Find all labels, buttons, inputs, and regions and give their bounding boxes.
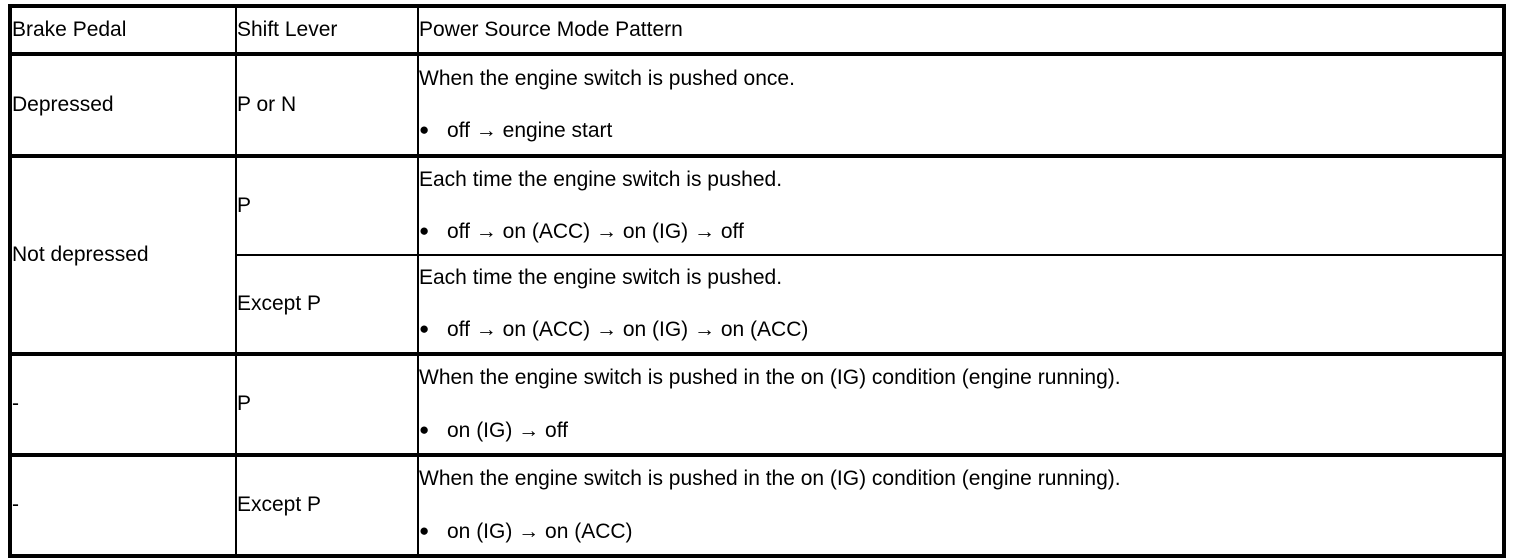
pattern-lead-text: When the engine switch is pushed in the … (419, 366, 1121, 390)
cell-brake-pedal: - (10, 453, 237, 556)
pattern-sequence-text: off → on (ACC) → on (IG) → off (447, 220, 744, 243)
cell-brake-pedal: - (10, 352, 237, 456)
power-source-mode-table: Brake Pedal Shift Lever Power Source Mod… (8, 4, 1506, 558)
column-header-power-source-mode-pattern: Power Source Mode Pattern (417, 6, 1504, 56)
power-source-mode-table-container: Brake Pedal Shift Lever Power Source Mod… (8, 4, 1506, 558)
cell-shift-lever: P (235, 352, 419, 456)
pattern-bullet-line: ● off → on (ACC) → on (IG) → on (ACC) (419, 318, 1502, 342)
pattern-sequence-text: off → on (ACC) → on (IG) → on (ACC) (447, 318, 809, 341)
table-row: - P When the engine switch is pushed in … (10, 352, 1504, 456)
bullet-icon: ● (419, 221, 430, 240)
pattern-bullet-line: ● on (IG) → on (ACC) (419, 520, 1502, 544)
pattern-lead-text: Each time the engine switch is pushed. (419, 265, 783, 289)
cell-power-source-mode-pattern: When the engine switch is pushed once. ●… (417, 53, 1504, 157)
cell-shift-lever: P or N (235, 53, 419, 157)
pattern-lead-text: Each time the engine switch is pushed. (419, 167, 783, 191)
pattern-sequence-text: on (IG) → off (447, 418, 568, 442)
pattern-sequence-text: on (IG) → on (ACC) (447, 519, 633, 543)
pattern-bullet-line: ● off → engine start (419, 119, 1502, 143)
table-header-row: Brake Pedal Shift Lever Power Source Mod… (10, 6, 1504, 56)
table-header: Brake Pedal Shift Lever Power Source Mod… (10, 6, 1504, 56)
pattern-bullet-line: ● on (IG) → off (419, 419, 1502, 443)
column-header-brake-pedal: Brake Pedal (10, 6, 237, 56)
bullet-icon: ● (419, 520, 430, 540)
cell-power-source-mode-pattern: Each time the engine switch is pushed. ●… (417, 154, 1504, 256)
table-row: Not depressed P Each time the engine swi… (10, 154, 1504, 355)
table-row: Except P Each time the engine switch is … (10, 254, 1504, 355)
table-body: Depressed P or N When the engine switch … (10, 53, 1504, 556)
cell-shift-lever: Except P (236, 254, 419, 355)
bullet-icon: ● (419, 419, 430, 439)
pattern-lead-text: When the engine switch is pushed in the … (419, 467, 1121, 491)
table-row: Depressed P or N When the engine switch … (10, 53, 1504, 157)
cell-brake-pedal: Not depressed (10, 154, 237, 355)
cell-power-source-mode-pattern: Each time the engine switch is pushed. ●… (417, 254, 1504, 355)
pattern-bullet-line: ● off → on (ACC) → on (IG) → off (419, 220, 1502, 244)
pattern-sequence-text: off → engine start (447, 119, 613, 142)
column-header-shift-lever: Shift Lever (235, 6, 419, 56)
bullet-icon: ● (419, 319, 430, 338)
cell-shift-lever: P (235, 154, 419, 256)
cell-shift-lever: Except P (235, 453, 419, 556)
bullet-icon: ● (419, 120, 430, 139)
cell-power-source-mode-pattern: When the engine switch is pushed in the … (417, 453, 1504, 556)
pattern-lead-text: When the engine switch is pushed once. (419, 66, 795, 90)
cell-brake-pedal: Depressed (10, 53, 237, 157)
table-row: - Except P When the engine switch is pus… (10, 453, 1504, 556)
cell-power-source-mode-pattern: When the engine switch is pushed in the … (417, 352, 1504, 456)
